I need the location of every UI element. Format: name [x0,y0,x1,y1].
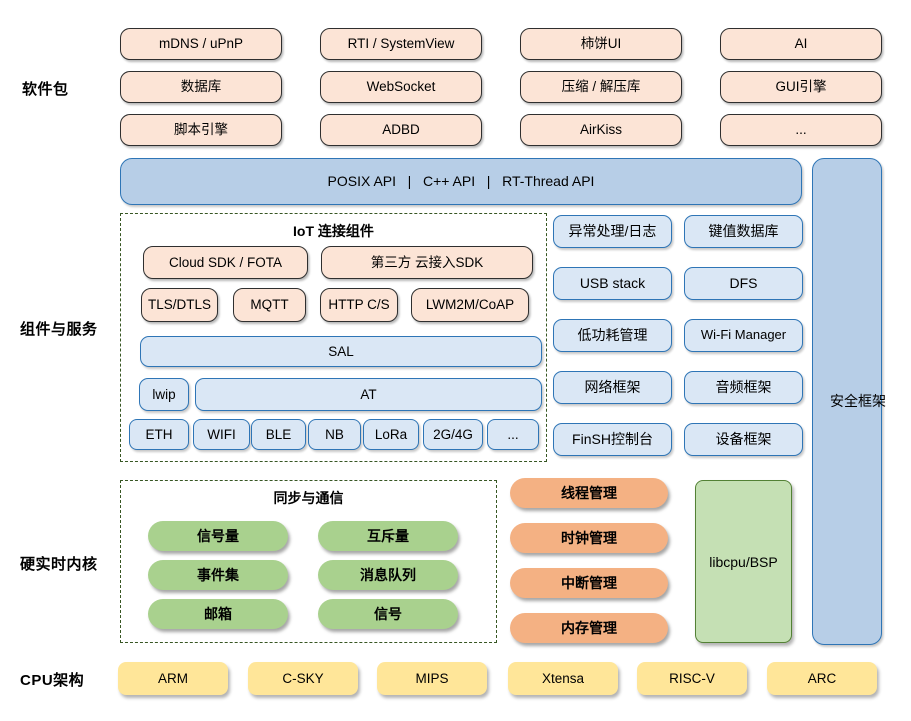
iot-section-title: IoT 连接组件 [293,223,374,239]
iot-link-nb: NB [308,419,361,450]
kernel-semaphore: 信号量 [148,521,288,551]
iot-link-wifi: WIFI [193,419,250,450]
pkg-script-engine: 脚本引擎 [120,114,282,146]
iot-lwip: lwip [139,378,189,411]
section-label-software-packages: 软件包 [22,81,69,98]
pkg-gui-engine: GUI引擎 [720,71,882,103]
pkg-more: ... [720,114,882,146]
kernel-thread-mgmt: 线程管理 [510,478,668,508]
kernel-message-queue: 消息队列 [318,560,458,590]
component-wifi-manager: Wi-Fi Manager [684,319,803,352]
iot-third-party-sdk: 第三方 云接入SDK [321,246,533,279]
iot-cloud-sdk-fota: Cloud SDK / FOTA [143,246,308,279]
iot-link-ble: BLE [251,419,306,450]
security-framework-label: 安全框架 [830,392,886,409]
pkg-rti-systemview: RTI / SystemView [320,28,482,60]
pkg-ai: AI [720,28,882,60]
pkg-adbd: ADBD [320,114,482,146]
kernel-interrupt-mgmt: 中断管理 [510,568,668,598]
iot-mqtt: MQTT [233,288,306,322]
pkg-database: 数据库 [120,71,282,103]
component-finsh-console: FinSH控制台 [553,423,672,456]
pkg-mdns-upnp: mDNS / uPnP [120,28,282,60]
kernel-event-set: 事件集 [148,560,288,590]
pkg-persimmon-ui: 柿饼UI [520,28,682,60]
pkg-airkiss: AirKiss [520,114,682,146]
kernel-signal: 信号 [318,599,458,629]
iot-http-cs: HTTP C/S [320,288,398,322]
cpu-risc-v: RISC-V [637,662,747,695]
iot-sal: SAL [140,336,542,367]
pkg-websocket: WebSocket [320,71,482,103]
component-network-fw: 网络框架 [553,371,672,404]
kernel-mailbox: 邮箱 [148,599,288,629]
iot-connectivity-group: IoT 连接组件 Cloud SDK / FOTA 第三方 云接入SDK TLS… [120,213,547,462]
iot-link-2g4g: 2G/4G [423,419,483,450]
cpu-arm: ARM [118,662,228,695]
component-dfs: DFS [684,267,803,300]
section-label-components-services: 组件与服务 [20,321,98,338]
iot-link-more: ... [487,419,539,450]
api-layer-bar: POSIX API | C++ API | RT-Thread API [120,158,802,205]
cpu-arc: ARC [767,662,877,695]
kernel-mutex: 互斥量 [318,521,458,551]
sync-communication-group: 同步与通信 信号量 互斥量 事件集 消息队列 邮箱 信号 [120,480,497,643]
cpu-mips: MIPS [377,662,487,695]
iot-link-eth: ETH [129,419,189,450]
cpu-xtensa: Xtensa [508,662,618,695]
component-exception-log: 异常处理/日志 [553,215,672,248]
component-kv-database: 键值数据库 [684,215,803,248]
security-framework-bar: 安全框架 [812,158,886,645]
cpu-c-sky: C-SKY [248,662,358,695]
component-usb-stack: USB stack [553,267,672,300]
kernel-clock-mgmt: 时钟管理 [510,523,668,553]
sync-section-title: 同步与通信 [273,490,344,506]
iot-at: AT [195,378,542,411]
component-audio-fw: 音频框架 [684,371,803,404]
iot-link-lora: LoRa [363,419,419,450]
section-label-realtime-kernel: 硬实时内核 [20,556,98,573]
pkg-compression: 压缩 / 解压库 [520,71,682,103]
component-device-fw: 设备框架 [684,423,803,456]
component-low-power-mgmt: 低功耗管理 [553,319,672,352]
iot-lwm2m-coap: LWM2M/CoAP [411,288,529,322]
section-label-cpu-architecture: CPU架构 [20,672,85,689]
iot-tls-dtls: TLS/DTLS [141,288,218,322]
kernel-memory-mgmt: 内存管理 [510,613,668,643]
libcpu-bsp-block: libcpu/BSP [695,480,792,643]
